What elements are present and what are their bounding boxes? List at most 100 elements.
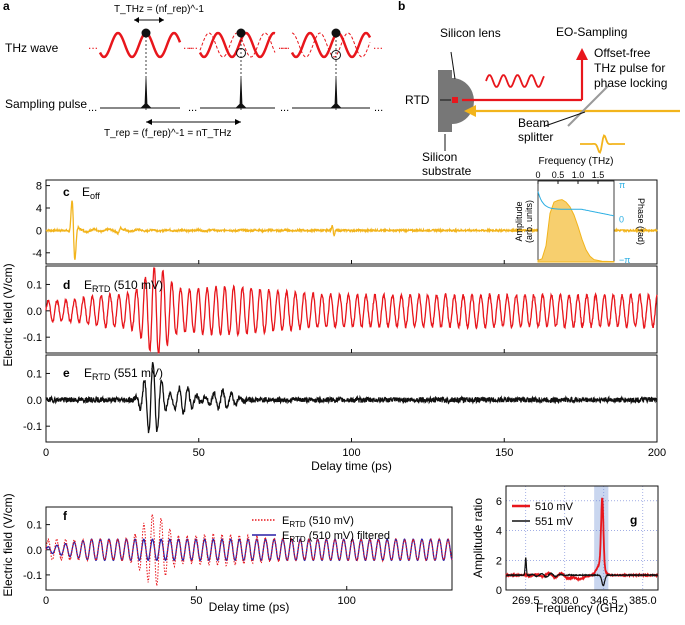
y-tick-label: 0.1	[27, 279, 42, 291]
t-thz-arrow-head	[159, 17, 164, 23]
y-tick-label: -0.1	[23, 421, 42, 433]
inset-x-tick-label: 0.5	[552, 170, 565, 180]
x-tick-label: 200	[648, 447, 666, 459]
inset-phase-tick-label: 0	[619, 215, 624, 225]
ellipsis: ...	[188, 38, 198, 52]
x-tick-label: 100	[338, 595, 356, 607]
panel-label-c: c	[63, 185, 70, 199]
thz-cw-wave	[485, 74, 545, 88]
y-tick-label: -4	[32, 248, 42, 260]
ellipsis: ...	[88, 102, 97, 114]
x-tick-label: 50	[190, 595, 202, 607]
offset-free-label-1: Offset-free	[594, 46, 651, 60]
panel-label-d: d	[63, 278, 70, 292]
t-rep-arrow-head	[146, 119, 152, 125]
f-y-axis-label: Electric field (V/cm)	[1, 493, 15, 596]
t-thz-formula: T_THz = (nf_rep)^-1	[114, 4, 204, 15]
y-tick-label: -0.1	[23, 570, 42, 582]
legend-rest: (510 mV)	[306, 515, 354, 527]
y-tick-label: -0.1	[23, 332, 42, 344]
ellipsis: ...	[188, 102, 197, 114]
ellipsis: ...	[373, 38, 383, 52]
series-551mv-line	[505, 557, 658, 587]
y-tick-label: 0.1	[27, 520, 42, 532]
y-tick-label: 2	[496, 555, 502, 567]
thz-wave-1	[98, 31, 182, 59]
substrate-label: substrate	[422, 164, 472, 178]
y-tick-label: 4	[36, 203, 42, 215]
legend-label-551mv: 551 mV	[535, 516, 574, 528]
inset-x-tick-label: 0	[535, 170, 540, 180]
x-axis-label: Delay time (ps)	[209, 600, 290, 614]
x-tick-label: 0	[43, 447, 49, 459]
panel-label-g: g	[630, 513, 637, 527]
y-tick-label: 0.1	[27, 368, 42, 380]
t-rep-formula: T_rep = (f_rep)^-1 = nT_THz	[104, 128, 232, 139]
legend-rest: (510 mV) filtered	[306, 530, 390, 542]
ellipsis: ...	[374, 102, 383, 114]
y-axis-label: Amplitude ratio	[471, 498, 485, 578]
panel-label-b: b	[398, 0, 405, 13]
inset-x-axis-label: Frequency (THz)	[538, 156, 613, 167]
thz-wave-shifted-3	[291, 32, 371, 58]
amplitude-area	[537, 199, 615, 263]
y-tick-label: 0.0	[27, 395, 42, 407]
offset-free-label-2: THz pulse for	[594, 61, 665, 75]
inset-x-tick-label: 1.5	[592, 170, 605, 180]
lens-pointer	[450, 51, 456, 80]
inset-y-axis-label-right: Phase (rad)	[636, 198, 646, 245]
phase-line	[537, 191, 615, 217]
ellipsis: ...	[88, 38, 98, 52]
legend-label-510mv: 510 mV	[535, 501, 574, 513]
y-tick-label: 0.0	[27, 545, 42, 557]
c-annotation-subscript: off	[90, 191, 100, 201]
ellipsis: ...	[280, 102, 289, 114]
series-raw-line	[45, 514, 453, 586]
series-510mv-line	[505, 497, 659, 583]
x-tick-label: 150	[495, 447, 513, 459]
x-axis-label: Frequency (GHz)	[536, 601, 628, 615]
panel-label-a: a	[3, 0, 10, 13]
panel-label-e: e	[63, 366, 70, 380]
sampling-pulse-label: Sampling pulse	[5, 97, 87, 111]
t-rep-arrow-head	[235, 119, 241, 125]
x-tick-label: 385.0	[629, 595, 657, 607]
inset-x-tick-label: 1.0	[572, 170, 585, 180]
e-annotation-rest: (551 mV)	[110, 366, 163, 380]
x-tick-label: 346.5	[590, 595, 618, 607]
inset-phase-tick-label: −π	[619, 255, 630, 265]
e-annotation: ERTD (551 mV)	[84, 366, 163, 382]
thz-sampling-schematic: ..............................	[88, 17, 383, 125]
series-filtered-line	[45, 538, 453, 562]
panel-b: b Silicon lens EO-Sampling RTD Offset-fr…	[398, 0, 680, 178]
x-tick-label: 0	[43, 595, 49, 607]
d-annotation: ERTD (510 mV)	[84, 278, 163, 294]
legend-label-filtered: ERTD (510 mV) filtered	[282, 530, 390, 544]
beam-label: Beam	[518, 116, 549, 130]
splitter-label: splitter	[518, 130, 553, 144]
y-tick-label: 0	[36, 225, 42, 237]
x-axis-label: Delay time (ps)	[311, 459, 392, 473]
rtd-chip	[452, 97, 458, 103]
thz-wave-3	[290, 31, 372, 59]
ellipsis: ...	[183, 38, 193, 52]
rtd-label: RTD	[405, 93, 430, 107]
legend-sub: RTD	[289, 520, 306, 529]
x-tick-label: 100	[342, 447, 360, 459]
splitter-pointer	[544, 111, 586, 127]
sample-point-open	[236, 48, 246, 58]
inset-y-axis-label-left: Amplitude	[514, 201, 524, 241]
beam-splitter	[567, 85, 609, 127]
ellipsis: ...	[280, 38, 290, 52]
series-line	[45, 361, 658, 434]
chart-f: -0.1 0.0 0.1 0 50 100 Delay time (ps) ERTD (510…	[23, 506, 453, 614]
thz-wave-2	[198, 31, 276, 59]
c-annotation: Eoff	[82, 185, 100, 201]
shared-y-axis-label: Electric field (V/cm)	[1, 263, 15, 366]
legend-sub: RTD	[289, 535, 306, 544]
